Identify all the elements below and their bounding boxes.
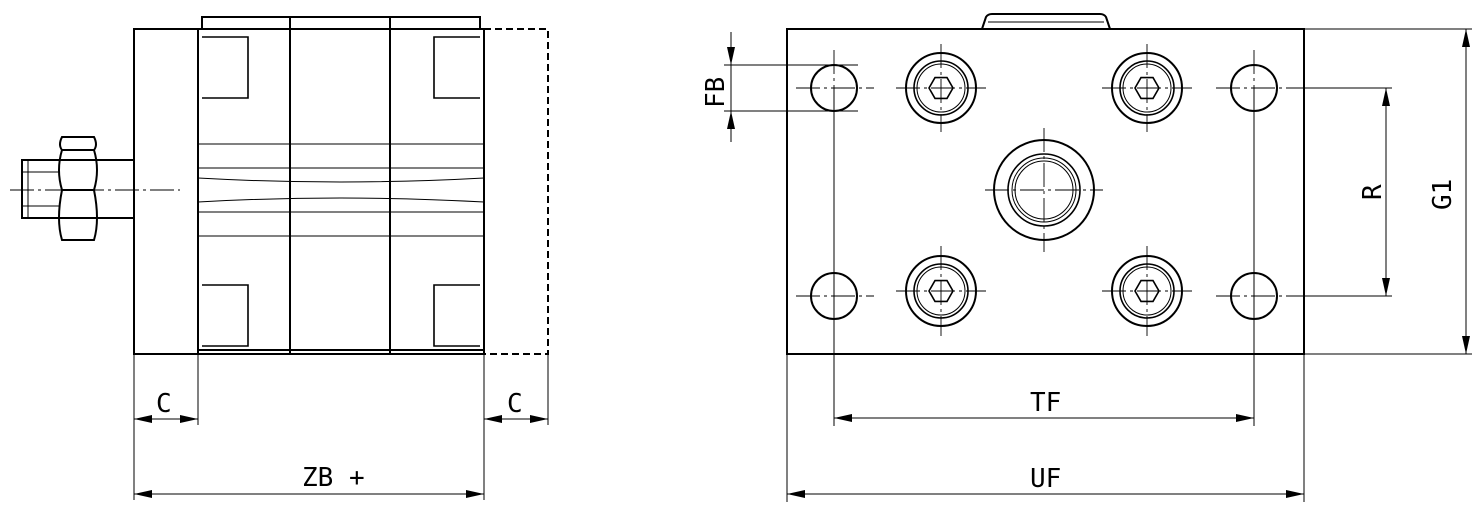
- cylinder-body: [197, 16, 485, 355]
- label-c-right: C: [507, 389, 523, 419]
- hex-nut: [58, 136, 98, 241]
- rear-flange-optional: [483, 28, 549, 355]
- label-zb: ZB +: [302, 463, 365, 493]
- mounting-holes: [796, 50, 1294, 336]
- top-tab: [981, 13, 1111, 30]
- label-g1: G1: [1428, 179, 1458, 210]
- label-tf: TF: [1030, 388, 1061, 418]
- label-fb: FB: [701, 77, 731, 108]
- rod-boss: [985, 128, 1103, 252]
- side-view: C C ZB +: [10, 16, 549, 500]
- flange-plate: [786, 28, 1305, 355]
- dim-tf: TF: [833, 88, 1255, 426]
- label-r: R: [1358, 184, 1388, 200]
- dim-g1: G1: [1304, 28, 1472, 355]
- dim-fb: FB: [701, 32, 858, 142]
- dim-r: R: [1290, 87, 1392, 297]
- dim-c-right: C: [484, 389, 548, 423]
- label-c-left: C: [156, 389, 172, 419]
- dim-zb: ZB +: [134, 463, 484, 498]
- front-flange: [133, 28, 199, 355]
- front-view: FB R G1 TF: [701, 13, 1472, 502]
- label-uf: UF: [1030, 464, 1061, 494]
- socket-head-screws: [896, 44, 1192, 336]
- dim-c-left: C: [134, 389, 198, 423]
- dim-uf: UF: [786, 354, 1305, 502]
